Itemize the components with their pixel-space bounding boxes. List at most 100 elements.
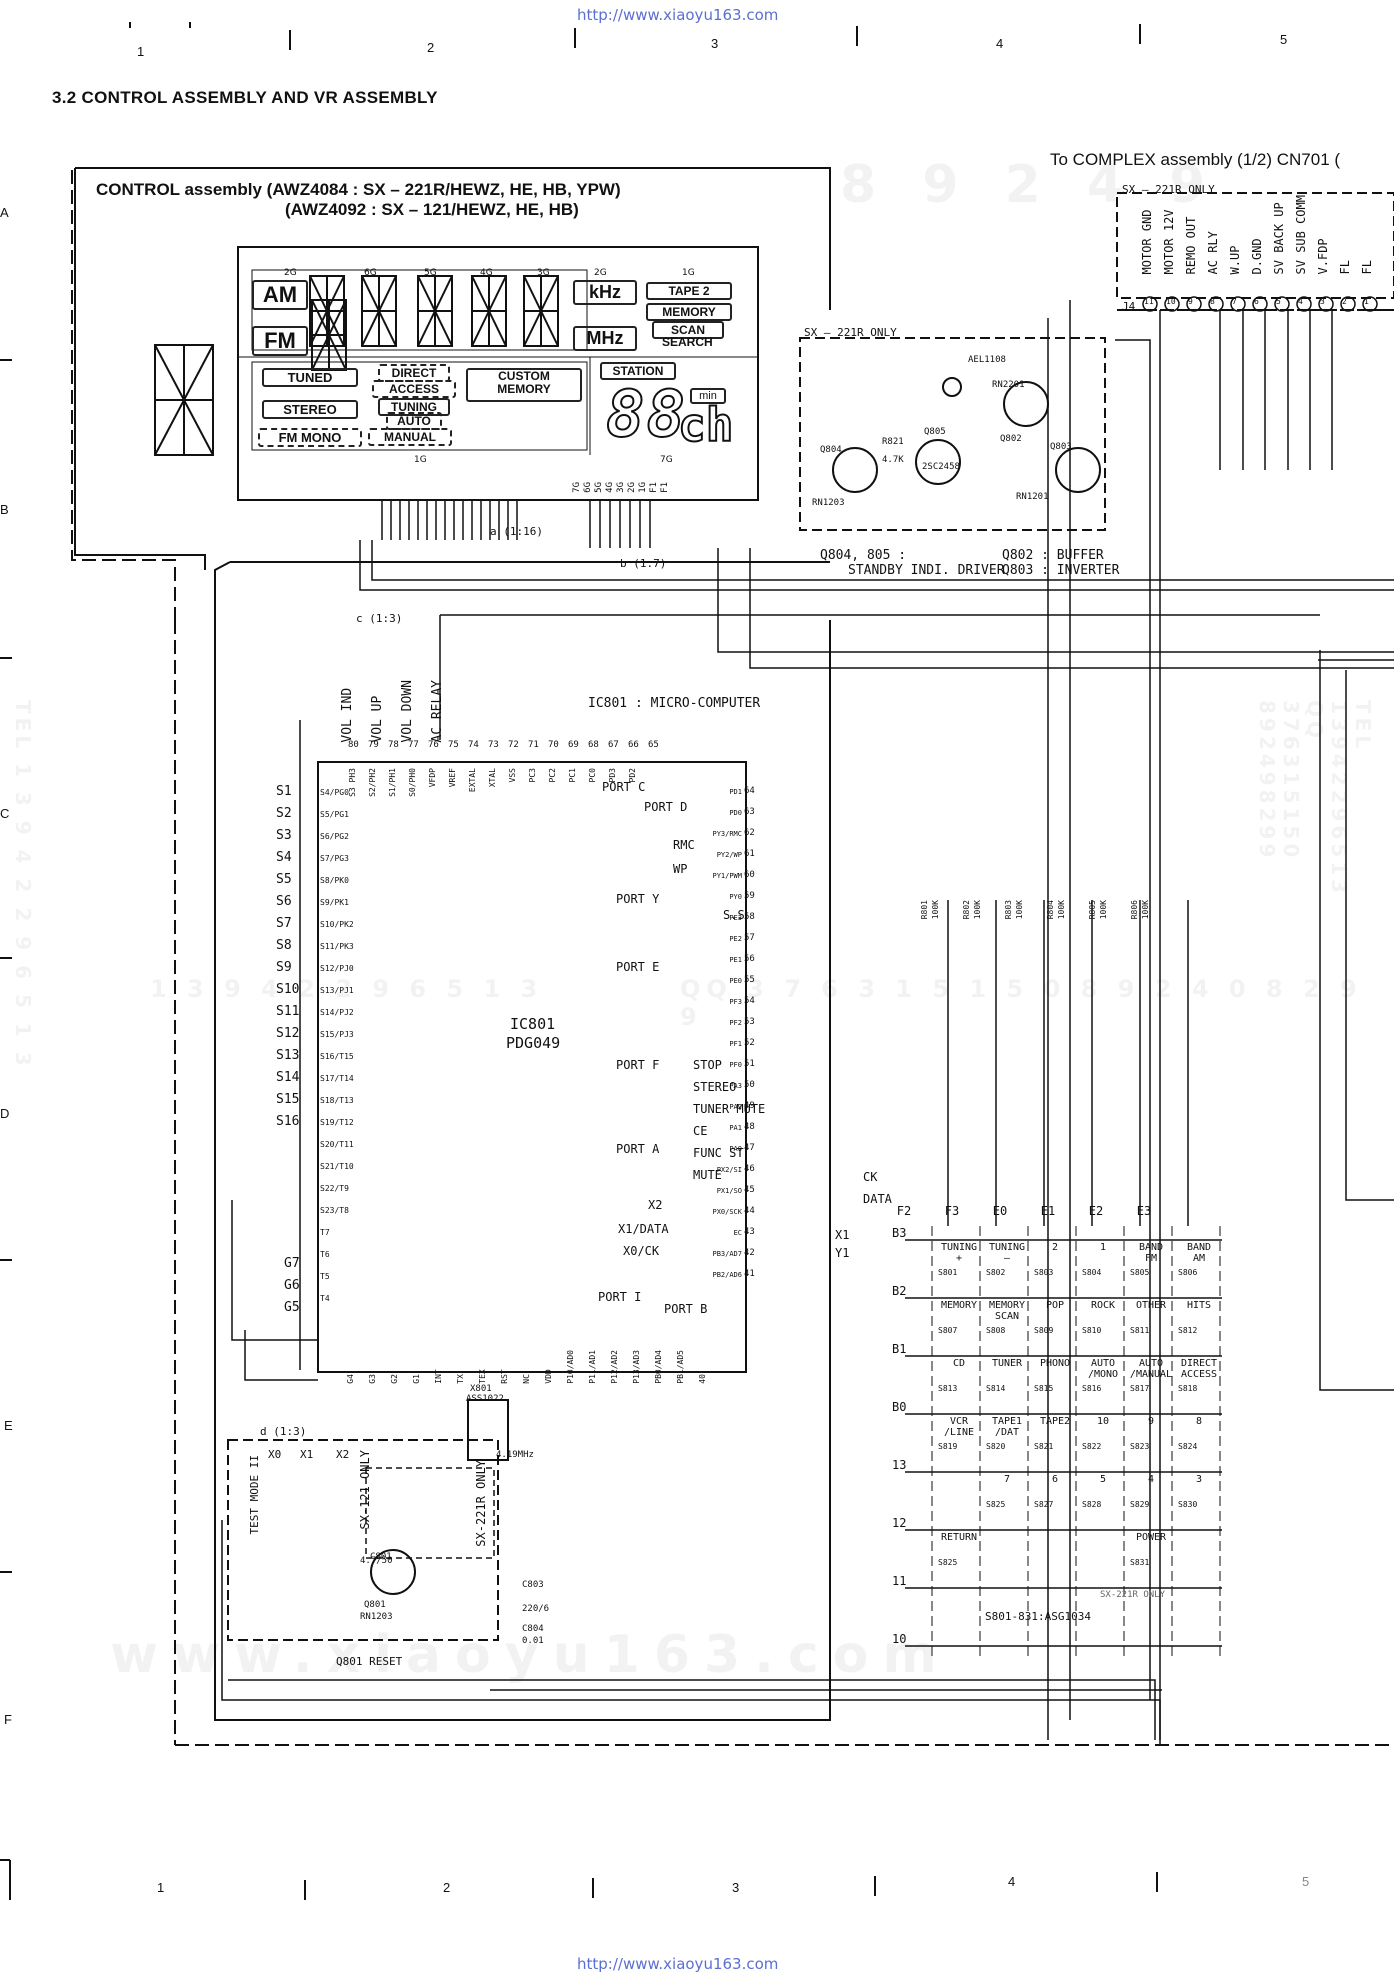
key-switch-id[interactable]: S810	[1082, 1326, 1102, 1335]
key-switch-id[interactable]: S812	[1178, 1326, 1198, 1335]
key-switch-id[interactable]: S805	[1130, 1268, 1150, 1277]
key-switch-id[interactable]: S818	[1178, 1384, 1198, 1393]
mcu-top-pin-number: 68	[588, 740, 599, 750]
c803-label: C803	[522, 1580, 544, 1590]
resistor-label: R805	[1088, 900, 1097, 920]
mcu-signal-label: X1	[835, 1228, 850, 1242]
top-watermark-digits: 8 9 2 4 9	[840, 155, 1220, 215]
key-switch-id[interactable]: S809	[1034, 1326, 1054, 1335]
key-switch-id[interactable]: S827	[1034, 1500, 1054, 1509]
key-switch-id[interactable]: S825	[986, 1500, 1006, 1509]
to-complex-label: To COMPLEX assembly (1/2) CN701 (	[1050, 150, 1341, 169]
key-switch-id[interactable]: S820	[986, 1442, 1006, 1451]
key-sx221-note: SX-221R ONLY	[1100, 1590, 1166, 1600]
mcu-bottom-pin: G4	[346, 1374, 355, 1384]
key-switch-label: S13	[276, 1048, 300, 1063]
mcu-right-pin-number: 47	[744, 1143, 755, 1153]
bottom-source-url[interactable]: http://www.xiaoyu163.com	[577, 1955, 779, 1973]
key-switch-id[interactable]: S814	[986, 1384, 1006, 1393]
mcu-left-pin-name: S14/PJ2	[320, 1008, 354, 1017]
key-label: POWER	[1135, 1532, 1167, 1543]
key-switch-id[interactable]: S813	[938, 1384, 958, 1393]
key-switch-id[interactable]: S822	[1082, 1442, 1102, 1451]
key-switch-id[interactable]: S828	[1082, 1500, 1102, 1509]
grid-col-bottom-2: 2	[443, 1880, 451, 1895]
key-switch-id[interactable]: S806	[1178, 1268, 1198, 1277]
mcu-signal-label: X2	[648, 1198, 663, 1212]
key-switch-id[interactable]: S811	[1130, 1326, 1150, 1335]
mcu-left-pin-name: S17/T14	[320, 1074, 354, 1083]
key-switch-id[interactable]: S815	[1034, 1384, 1054, 1393]
mcu-top-pin-number: 74	[468, 740, 479, 750]
connector-signal: MOTOR 12V	[1162, 209, 1176, 275]
q805-label: Q805	[924, 427, 946, 437]
mcu-top-pin-number: 78	[388, 740, 399, 750]
key-switch-id[interactable]: S816	[1082, 1384, 1102, 1393]
mcu-bottom-pin: P10/AD0	[566, 1350, 575, 1384]
key-switch-label: S1	[276, 784, 292, 799]
q805-part: 2SC2458	[922, 462, 960, 472]
mcu-bottom-pin: G1	[412, 1374, 421, 1384]
vfd-am: AM	[252, 280, 308, 310]
bus-b-label: b (1:7)	[620, 557, 667, 570]
mcu-signal-label: DATA	[863, 1192, 892, 1206]
vfd-min: min	[690, 388, 726, 404]
key-switch-id[interactable]: S824	[1178, 1442, 1198, 1451]
grid-col-top-4: 4	[996, 36, 1004, 51]
mcu-right-pin-number: 60	[744, 870, 755, 880]
mcu-right-pin-name: PD0	[729, 809, 742, 817]
key-switch-id[interactable]: S807	[938, 1326, 958, 1335]
vfd-grid-label-6: 1G	[682, 268, 695, 278]
mcu-left-pin-name: S5/PG1	[320, 810, 349, 819]
key-switch-id[interactable]: S803	[1034, 1268, 1054, 1277]
mcu-bottom-pin: PB1/AD5	[676, 1350, 685, 1384]
connector-signal: W.UP	[1228, 245, 1242, 275]
segment-legend-char	[154, 344, 214, 456]
key-switch-id[interactable]: S825	[938, 1558, 958, 1567]
key-switch-id[interactable]: S817	[1130, 1384, 1150, 1393]
mcu-right-pin-name: PA1	[729, 1124, 742, 1132]
x801-label: X801	[470, 1384, 492, 1394]
key-label: POP	[1045, 1300, 1065, 1311]
key-switch-id[interactable]: S808	[986, 1326, 1006, 1335]
connector-signal: D.GND	[1250, 238, 1264, 275]
mcu-right-pin-name: PA2	[729, 1103, 742, 1111]
key-switch-id[interactable]: S831	[1130, 1558, 1150, 1567]
mcu-top-pin-name: PC0	[588, 768, 597, 783]
mcu-bottom-pin: P12/AD2	[610, 1350, 619, 1384]
key-column-label: E3	[1136, 1204, 1152, 1218]
standby-title: SX – 221R ONLY	[804, 326, 897, 339]
connector-signal: FL	[1338, 260, 1352, 275]
key-switch-id[interactable]: S830	[1178, 1500, 1198, 1509]
key-switch-id[interactable]: S802	[986, 1268, 1006, 1277]
mcu-left-pin-name: S19/T12	[320, 1118, 354, 1127]
mcu-right-pin-number: 59	[744, 891, 755, 901]
mcu-bottom-pin: TX	[456, 1374, 465, 1384]
mcu-right-pin-number: 54	[744, 996, 755, 1006]
vfd-16seg-char	[311, 299, 347, 371]
key-switch-id[interactable]: S829	[1130, 1500, 1150, 1509]
connector-pin-number: 7	[1232, 297, 1237, 306]
mcu-top-pin-number: 76	[428, 740, 439, 750]
center-watermark: www.xiaoyu163.com	[110, 1625, 951, 1685]
mcu-right-pin-name: PF0	[729, 1061, 742, 1069]
mcu-signal-label: S.S	[723, 908, 745, 922]
key-switch-id[interactable]: S823	[1130, 1442, 1150, 1451]
key-switch-id[interactable]: S804	[1082, 1268, 1102, 1277]
section-title: 3.2 CONTROL ASSEMBLY AND VR ASSEMBLY	[52, 88, 438, 107]
key-label: 10	[1096, 1416, 1110, 1427]
vfd-16seg-char	[523, 275, 559, 347]
key-switch-label: S10	[276, 982, 300, 997]
key-switch-id[interactable]: S821	[1034, 1442, 1054, 1451]
mcu-right-pin-number: 50	[744, 1080, 755, 1090]
key-switch-id[interactable]: S801	[938, 1268, 958, 1277]
mcu-left-pin-name: S18/T13	[320, 1096, 354, 1105]
resistor-label: R806	[1130, 900, 1139, 920]
key-switch-id[interactable]: S819	[938, 1442, 958, 1451]
resistor-value: 100K	[1015, 900, 1024, 920]
resistor-value: 100K	[973, 900, 982, 920]
top-source-url[interactable]: http://www.xiaoyu163.com	[577, 6, 779, 24]
